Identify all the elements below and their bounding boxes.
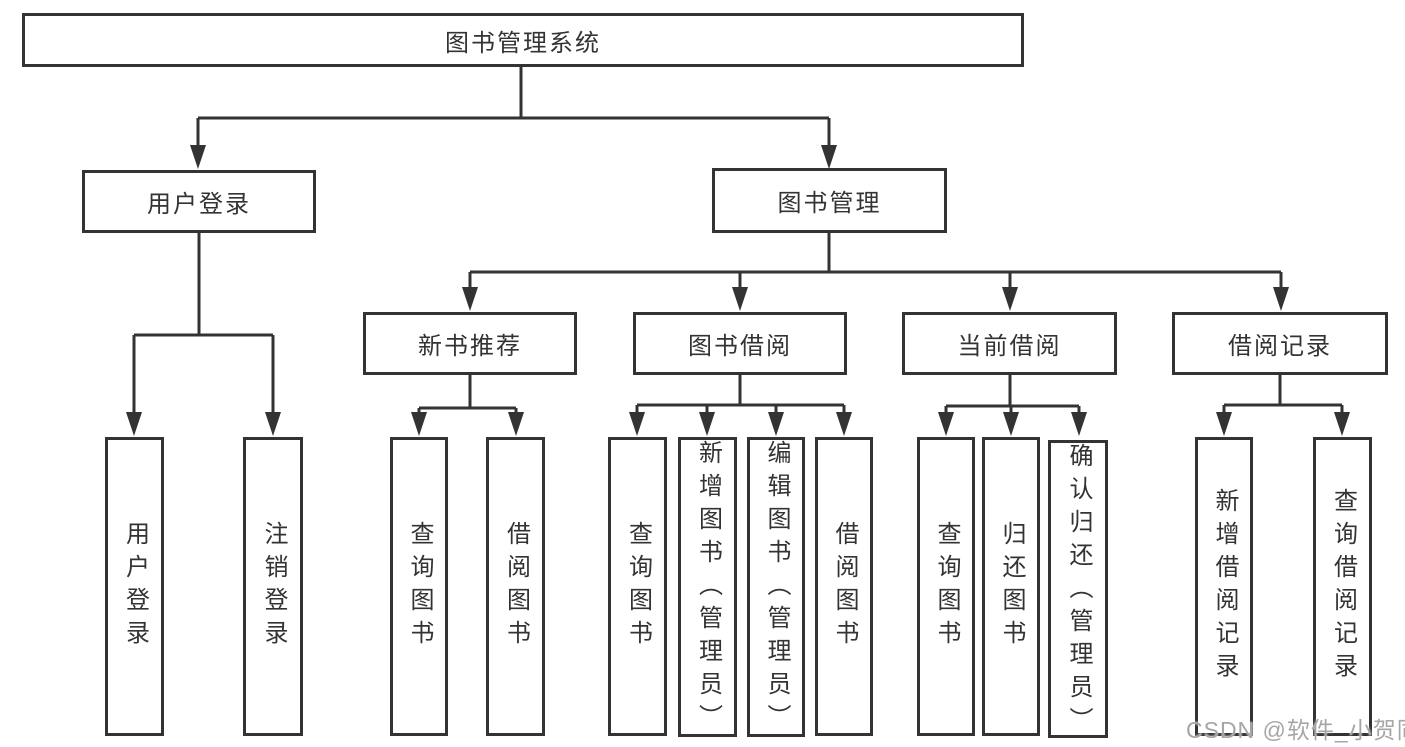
node-borrow-records: 借阅记录 — [1172, 312, 1388, 375]
arrowhead-icon — [462, 287, 478, 311]
connector-bookborrow-to-leaves — [635, 375, 846, 416]
node-root: 图书管理系统 — [22, 13, 1024, 67]
connector-currentborrow-to-leaves — [944, 375, 1081, 416]
connector-root-to-level1 — [196, 67, 831, 151]
arrowhead-icon — [1002, 287, 1018, 311]
node-leaf-bb-add-books: 新增图书（管理员） — [678, 437, 737, 737]
node-leaf-bb-query-books: 查询图书 — [608, 437, 667, 736]
arrowhead-icon — [190, 145, 206, 169]
node-book-management: 图书管理 — [712, 168, 947, 233]
arrowhead-icon — [1334, 412, 1350, 436]
node-current-borrow: 当前借阅 — [902, 312, 1117, 375]
arrowhead-icon — [629, 412, 645, 436]
node-leaf-bb-borrow-books: 借阅图书 — [815, 437, 873, 736]
node-leaf-cb-return-books: 归还图书 — [982, 437, 1040, 736]
arrowhead-icon — [126, 412, 142, 436]
node-user-login: 用户登录 — [82, 170, 316, 233]
connector-bookmgmt-to-level2 — [468, 233, 1283, 291]
connector-strokes — [132, 67, 1344, 416]
node-leaf-nbr-borrow-books: 借阅图书 — [486, 437, 545, 736]
node-leaf-br-query-record: 查询借阅记录 — [1313, 437, 1372, 736]
arrowhead-icon — [1003, 412, 1019, 436]
node-leaf-cb-query-books: 查询图书 — [917, 437, 975, 736]
csdn-watermark: CSDN @软件_小贺同学 — [1186, 717, 1405, 743]
node-book-borrow: 图书借阅 — [633, 312, 847, 375]
arrowhead-icon — [821, 145, 837, 169]
arrowhead-icon — [1273, 287, 1289, 311]
node-leaf-logout: 注销登录 — [243, 437, 303, 736]
node-leaf-cb-confirm-return: 确认归还（管理员） — [1048, 440, 1108, 740]
arrowhead-icon — [508, 412, 524, 436]
node-leaf-bb-edit-books: 编辑图书（管理员） — [747, 437, 805, 737]
connector-newbook-to-leaves — [417, 375, 518, 416]
arrowhead-icon — [1071, 412, 1087, 436]
node-leaf-user-login: 用户登录 — [105, 437, 164, 736]
node-leaf-nbr-query-books: 查询图书 — [390, 437, 448, 736]
arrowhead-icon — [938, 412, 954, 436]
arrowheads — [126, 145, 1350, 436]
arrowhead-icon — [768, 412, 784, 436]
arrowhead-icon — [265, 412, 281, 436]
arrowhead-icon — [732, 287, 748, 311]
connector-userlogin-to-leaves — [132, 233, 275, 416]
arrowhead-icon — [836, 412, 852, 436]
connector-borrowrecords-to-leaves — [1222, 375, 1344, 416]
arrowhead-icon — [411, 412, 427, 436]
arrowhead-icon — [699, 412, 715, 436]
node-leaf-br-add-record: 新增借阅记录 — [1195, 437, 1253, 736]
arrowhead-icon — [1216, 412, 1232, 436]
node-new-book-recommend: 新书推荐 — [363, 312, 577, 375]
